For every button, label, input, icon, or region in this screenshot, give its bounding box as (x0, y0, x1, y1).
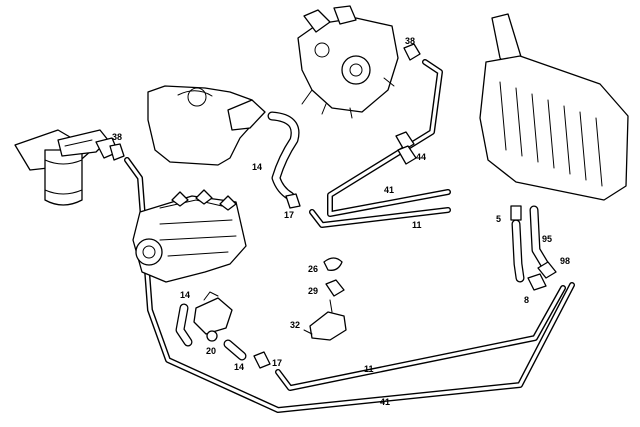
fuel-filter-assembly (14, 129, 119, 206)
label-17-upper: 17 (284, 210, 294, 220)
fuel-pipe-41 (124, 59, 575, 413)
label-26: 26 (308, 264, 318, 274)
label-38-left: 38 (112, 132, 122, 142)
label-95: 95 (542, 234, 552, 244)
label-11-lower: 11 (364, 364, 374, 374)
label-14-lower: 14 (234, 362, 244, 372)
label-29: 29 (308, 286, 318, 296)
label-32: 32 (290, 320, 300, 330)
label-5: 5 (496, 214, 501, 224)
fuel-pipe-11 (275, 207, 566, 391)
hose-14-left (175, 303, 193, 347)
fuel-tank (479, 13, 629, 201)
label-38-upper: 38 (405, 36, 415, 46)
label-14-upper: 14 (252, 162, 262, 172)
hose-clamps (109, 43, 557, 369)
upper-engine-component (297, 5, 399, 119)
hose-14-upper (267, 111, 300, 201)
part-32-check-valve (303, 299, 347, 341)
label-11-upper: 11 (412, 220, 422, 230)
callout-labels: 38 38 44 41 11 14 17 5 95 98 8 26 29 32 … (112, 36, 570, 407)
label-44: 44 (416, 152, 426, 162)
fitting-20 (193, 291, 233, 342)
hose-14-lower (223, 339, 247, 361)
sender-line-5 (510, 205, 525, 283)
label-20: 20 (206, 346, 216, 356)
part-29-clamp (325, 279, 345, 297)
part-26-clip (323, 257, 343, 271)
hose-95 (529, 205, 553, 275)
injection-pump-and-engine (132, 85, 266, 283)
label-8: 8 (524, 295, 529, 305)
label-17-lower: 17 (272, 358, 282, 368)
label-41-lower: 41 (380, 397, 390, 407)
label-98: 98 (560, 256, 570, 266)
label-41-upper: 41 (384, 185, 394, 195)
label-14-left: 14 (180, 290, 190, 300)
